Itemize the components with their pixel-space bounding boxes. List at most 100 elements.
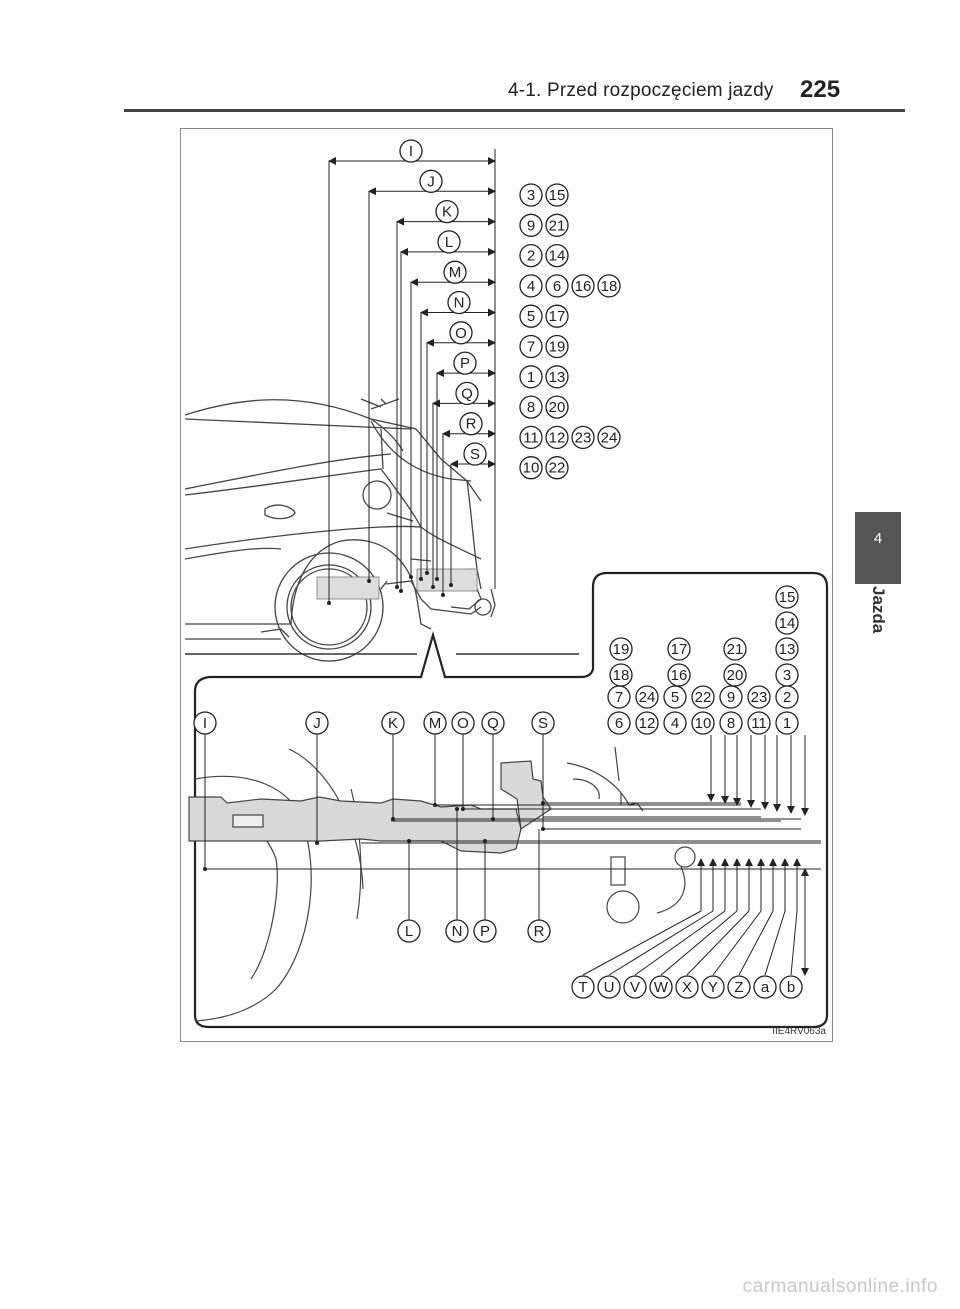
svg-text:19: 19 (613, 641, 630, 658)
dim-label-o: O (449, 321, 473, 345)
svg-text:4: 4 (527, 278, 535, 295)
bottom-label-v: V (623, 975, 647, 999)
svg-text:6: 6 (615, 715, 623, 732)
svg-text:M: M (429, 715, 442, 732)
bottom-label-x: X (675, 975, 699, 999)
svg-text:21: 21 (727, 641, 744, 658)
svg-text:K: K (388, 715, 398, 732)
svg-text:15: 15 (549, 187, 566, 204)
detail-number-10: 10 (691, 711, 715, 735)
detail-label-q: Q (481, 711, 505, 735)
dim-number-3: 3 (519, 183, 543, 207)
detail-label-n: N (445, 919, 469, 943)
detail-number-8: 8 (719, 711, 743, 735)
svg-text:22: 22 (695, 689, 712, 706)
svg-text:18: 18 (613, 667, 630, 684)
svg-text:X: X (682, 979, 692, 996)
dim-number-10: 10 (519, 456, 543, 480)
svg-text:8: 8 (527, 399, 535, 416)
bottom-label-a: a (753, 975, 777, 999)
detail-number-20: 20 (723, 663, 747, 687)
svg-text:12: 12 (549, 429, 566, 446)
svg-text:L: L (445, 234, 453, 251)
detail-number-2: 2 (775, 685, 799, 709)
svg-text:5: 5 (671, 689, 679, 706)
svg-text:23: 23 (575, 429, 592, 446)
svg-text:P: P (460, 355, 470, 372)
dim-label-r: R (459, 412, 483, 436)
detail-number-6: 6 (607, 711, 631, 735)
dim-label-p: P (453, 351, 477, 375)
detail-label-r: R (527, 919, 551, 943)
svg-text:Q: Q (487, 715, 499, 732)
svg-text:U: U (604, 979, 615, 996)
svg-text:a: a (761, 979, 770, 996)
svg-text:14: 14 (779, 615, 796, 632)
svg-text:20: 20 (549, 399, 566, 416)
header-divider (124, 109, 905, 112)
svg-text:21: 21 (549, 217, 566, 234)
svg-text:J: J (427, 173, 435, 190)
detail-number-7: 7 (607, 685, 631, 709)
svg-text:11: 11 (523, 429, 539, 446)
svg-text:13: 13 (549, 369, 566, 386)
svg-text:9: 9 (527, 217, 535, 234)
dim-number-5: 5 (519, 304, 543, 328)
detail-number-21: 21 (723, 637, 747, 661)
bottom-label-z: Z (727, 975, 751, 999)
dim-number-9: 9 (519, 213, 543, 237)
svg-text:9: 9 (727, 689, 735, 706)
svg-text:18: 18 (601, 278, 618, 295)
svg-text:S: S (538, 715, 548, 732)
dim-number-23: 23 (571, 425, 595, 450)
detail-label-s: S (531, 711, 555, 735)
detail-number-17: 17 (667, 637, 691, 661)
svg-text:O: O (455, 325, 467, 342)
svg-text:19: 19 (549, 339, 566, 356)
svg-text:J: J (313, 715, 321, 732)
page-number: 225 (800, 76, 841, 103)
detail-number-19: 19 (609, 637, 633, 661)
dim-number-6: 6 (545, 274, 569, 298)
dim-label-n: N (447, 290, 471, 315)
dim-number-2: 2 (519, 243, 543, 268)
detail-label-m: M (423, 711, 447, 735)
dim-label-l: L (437, 230, 461, 254)
dim-number-11: 11 (519, 425, 543, 450)
dim-label-i: I (399, 139, 423, 163)
svg-text:Z: Z (734, 979, 743, 996)
detail-number-16: 16 (667, 663, 691, 687)
detail-number-15: 15 (775, 585, 799, 609)
detail-number-11: 11 (747, 711, 771, 735)
svg-text:23: 23 (751, 689, 768, 706)
detail-number-3: 3 (775, 663, 799, 687)
dim-number-22: 22 (545, 456, 569, 480)
bottom-label-y: Y (701, 975, 725, 999)
dim-number-4: 4 (519, 274, 543, 298)
dim-label-j: J (419, 169, 443, 193)
dim-label-s: S (463, 442, 487, 466)
detail-number-4: 4 (663, 711, 687, 735)
svg-text:N: N (452, 923, 463, 940)
detail-label-l: L (397, 919, 421, 943)
svg-text:20: 20 (727, 667, 744, 684)
dim-label-m: M (443, 260, 467, 284)
chapter-number: 4 (873, 530, 883, 547)
svg-text:11: 11 (751, 715, 767, 732)
svg-text:K: K (442, 204, 452, 221)
svg-text:10: 10 (695, 715, 712, 732)
detail-label-j: J (305, 711, 329, 735)
svg-text:M: M (449, 264, 462, 281)
svg-text:I: I (409, 143, 413, 160)
svg-text:10: 10 (523, 460, 540, 477)
dim-number-19: 19 (545, 334, 569, 359)
chapter-tab[interactable] (855, 512, 901, 584)
tow-ball-upper (474, 598, 492, 616)
svg-text:5: 5 (527, 308, 535, 325)
svg-text:P: P (480, 923, 490, 940)
figure-code: IIE4RV063a (772, 1026, 826, 1037)
svg-text:S: S (470, 446, 480, 463)
svg-text:17: 17 (671, 641, 688, 658)
